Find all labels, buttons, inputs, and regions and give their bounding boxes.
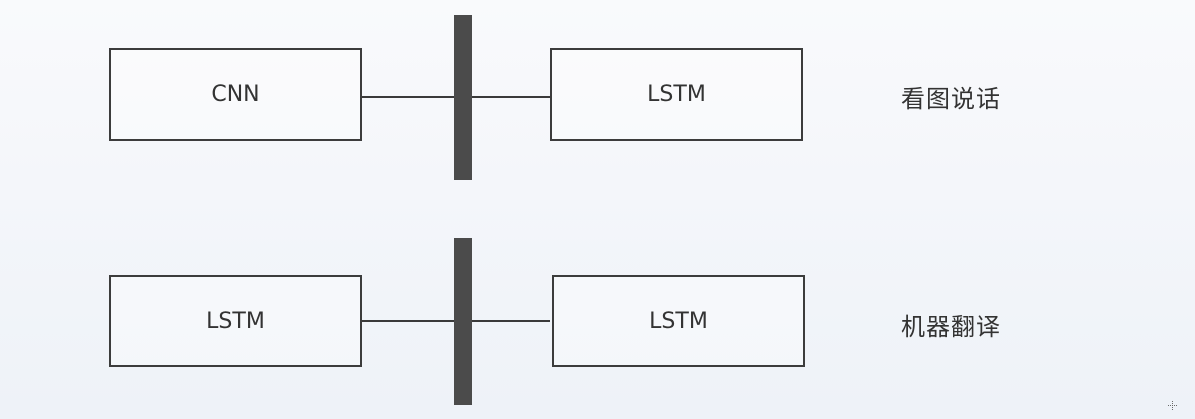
decoder-box: LSTM — [552, 275, 805, 367]
context-vector-bar — [454, 15, 472, 180]
decoder-box: LSTM — [550, 48, 803, 141]
row-label: 看图说话 — [901, 85, 1001, 113]
move-crosshair-icon — [1168, 401, 1177, 413]
encoder-connector — [362, 320, 454, 322]
decoder-connector — [472, 96, 550, 98]
row-label: 机器翻译 — [901, 313, 1001, 341]
encoder-box: CNN — [109, 48, 362, 141]
context-vector-bar — [454, 238, 472, 405]
encoder-connector — [362, 96, 454, 98]
encoder-box: LSTM — [109, 275, 362, 367]
decoder-connector — [472, 320, 550, 322]
